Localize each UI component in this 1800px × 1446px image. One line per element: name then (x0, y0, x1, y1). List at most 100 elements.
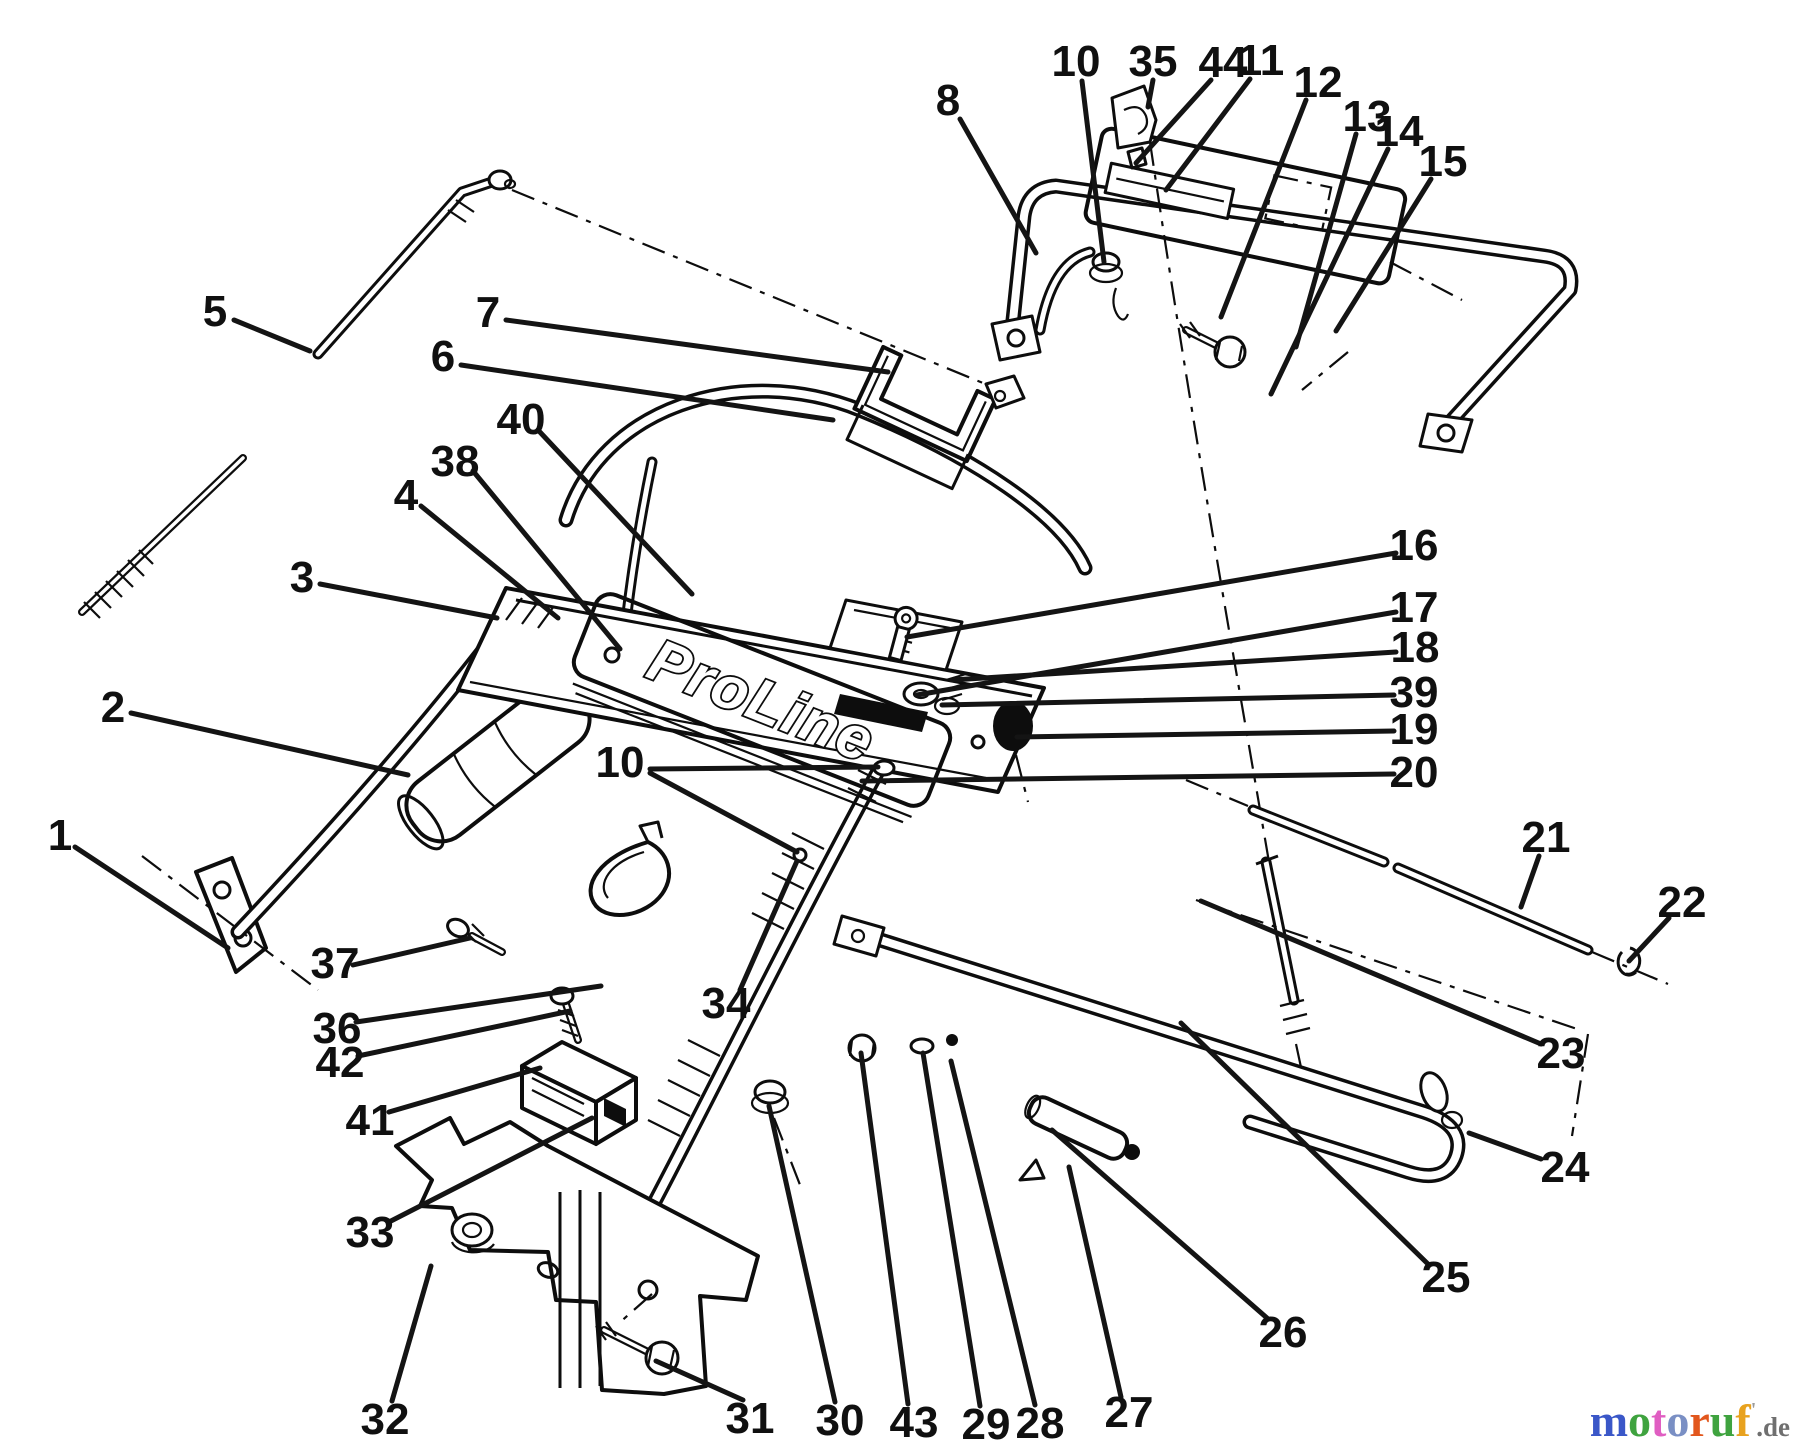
leader-line-7 (503, 317, 891, 375)
watermark-motoruf: motoruf'.de (1590, 1395, 1790, 1446)
callout-41: 41 (346, 1096, 395, 1145)
leader-line-29 (920, 1050, 983, 1409)
callout-22: 22 (1658, 878, 1707, 927)
leader-line-1 (72, 844, 231, 951)
callout-7: 7 (476, 288, 500, 337)
callout-44: 44 (1199, 38, 1248, 87)
callout-24: 24 (1541, 1143, 1590, 1192)
bent-rod (312, 169, 1006, 394)
leader-line-8 (957, 116, 1039, 256)
channel-bracket (845, 344, 1026, 491)
callout-29: 29 (962, 1400, 1011, 1446)
leader-line-18 (949, 649, 1399, 683)
leader-line-30 (766, 1103, 838, 1405)
leader-line-12 (1218, 97, 1309, 320)
console-assembly: ProLine (456, 383, 1093, 863)
cotter-pin (1112, 287, 1130, 321)
leader-line-2 (128, 710, 411, 778)
callout-30: 30 (816, 1396, 865, 1445)
callout-27: 27 (1105, 1388, 1154, 1437)
leader-line-19 (1014, 728, 1397, 740)
leader-line-22 (1626, 915, 1672, 964)
leader-line-21 (1518, 853, 1542, 910)
leader-line-23 (1198, 898, 1544, 1047)
callout-25: 25 (1422, 1253, 1471, 1302)
callout-42: 42 (316, 1038, 365, 1087)
leader-line-15 (1333, 176, 1434, 334)
leader-line-4 (418, 503, 561, 621)
leader-line-28 (948, 1058, 1038, 1408)
callout-32: 32 (361, 1395, 410, 1444)
callout-10: 10 (596, 738, 645, 787)
callout-3: 3 (290, 553, 314, 602)
leader-line-10 (1079, 78, 1107, 265)
leader-line-3 (317, 581, 500, 621)
callout-31: 31 (726, 1394, 775, 1443)
leader-line-25 (1178, 1020, 1432, 1268)
callout-18: 18 (1391, 623, 1440, 672)
panel-slot (834, 694, 928, 732)
hex-bolt (595, 1321, 680, 1376)
callout-14: 14 (1375, 107, 1424, 156)
callout-5: 5 (203, 287, 227, 336)
callout-21: 21 (1522, 813, 1571, 862)
callout-17: 17 (1390, 583, 1439, 632)
callout-28: 28 (1016, 1399, 1065, 1446)
callout-11: 11 (1238, 36, 1285, 85)
leader-line-36 (353, 983, 604, 1025)
leader-line-35 (1145, 77, 1156, 110)
callout-23: 23 (1537, 1029, 1586, 1078)
callout-20: 20 (1390, 748, 1439, 797)
leader-line-32 (389, 1263, 434, 1404)
callout-38: 38 (431, 437, 480, 486)
leader-line-26 (1049, 1127, 1270, 1321)
mounting-bracket (394, 1116, 760, 1396)
threaded-rod (78, 454, 247, 619)
panel-bolt (446, 917, 506, 956)
callout-1: 1 (48, 811, 72, 860)
leader-line-17 (914, 609, 1399, 698)
leader-line-44 (1133, 77, 1214, 166)
callout-8: 8 (936, 76, 960, 125)
leader-line-39 (939, 692, 1397, 708)
callout-35: 35 (1129, 37, 1178, 86)
leader-line-41 (386, 1065, 543, 1115)
leader-line-20 (859, 771, 1397, 784)
callout-40: 40 (497, 395, 546, 444)
callout-33: 33 (346, 1208, 395, 1257)
retainer-clip (1616, 946, 1642, 977)
latch (1110, 84, 1158, 170)
leader-line-10 (647, 764, 881, 772)
leader-line-33 (386, 1115, 595, 1225)
callout-39: 39 (1390, 668, 1439, 717)
callout-13: 13 (1343, 92, 1392, 141)
callout-2: 2 (101, 683, 125, 732)
carriage-bolt (1179, 321, 1247, 369)
callout-10: 10 (1052, 37, 1101, 86)
leader-line-14 (1268, 146, 1391, 397)
leader-line-11 (1163, 76, 1253, 193)
leader-line-31 (653, 1358, 746, 1403)
leader-line-37 (350, 935, 473, 968)
cable-tie (588, 820, 672, 918)
leader-line-27 (1066, 1164, 1124, 1400)
leader-line-10 (647, 770, 800, 855)
callout-15: 15 (1419, 137, 1468, 186)
callout-43: 43 (890, 1398, 939, 1446)
callout-34: 34 (702, 979, 751, 1028)
callout-37: 37 (311, 939, 360, 988)
leader-line-6 (458, 362, 836, 423)
leader-line-13 (1293, 131, 1359, 350)
right-assembly (750, 778, 1669, 1191)
leader-line-34 (737, 858, 800, 993)
callout-16: 16 (1390, 521, 1439, 570)
ignition-key (887, 605, 919, 663)
callout-26: 26 (1259, 1308, 1308, 1357)
leader-line-38 (470, 468, 623, 652)
callout-6: 6 (431, 332, 455, 381)
callout-19: 19 (1390, 705, 1439, 754)
leader-line-43 (858, 1050, 911, 1407)
